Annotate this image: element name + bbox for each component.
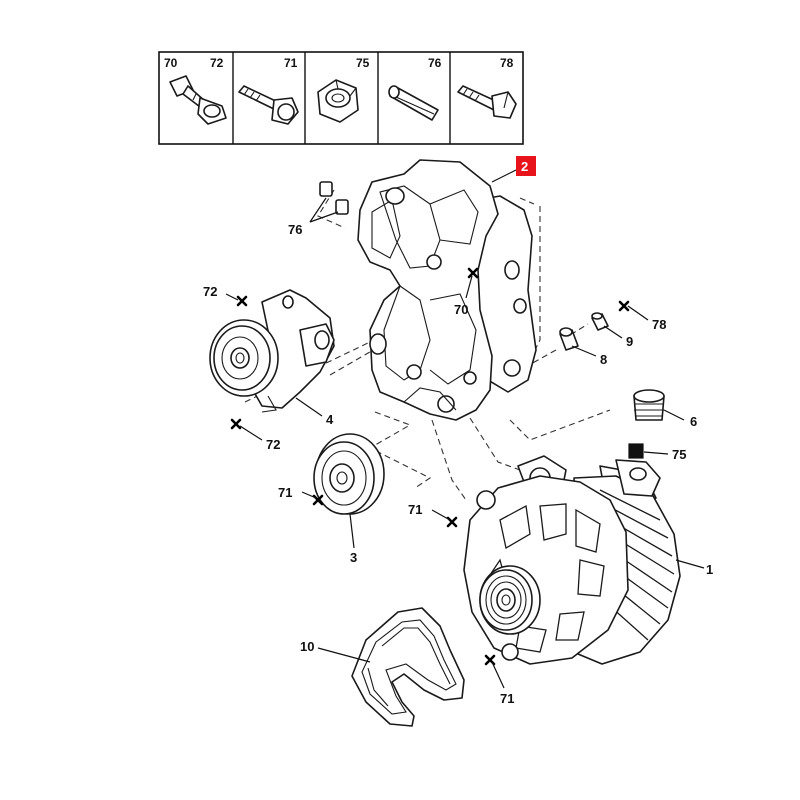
callout-72-lower: 72 bbox=[266, 437, 280, 452]
callout-3: 3 bbox=[350, 550, 357, 565]
dowel-pin-icon bbox=[388, 85, 439, 121]
callout-70: 70 bbox=[454, 302, 468, 317]
nut-part-75 bbox=[628, 443, 644, 459]
callout-71-upper: 71 bbox=[408, 502, 422, 517]
callout-6: 6 bbox=[690, 414, 697, 429]
callout-75: 75 bbox=[672, 447, 686, 462]
callout-71-idler: 71 bbox=[278, 485, 292, 500]
fastener-cell-78: 78 bbox=[457, 56, 517, 119]
bracket-part-2 bbox=[357, 159, 537, 421]
callout-76: 76 bbox=[288, 222, 302, 237]
fastener-cell-70-72: 70 72 bbox=[164, 56, 227, 125]
callout-72-upper: 72 bbox=[203, 284, 217, 299]
dowel-pins-part-76 bbox=[319, 181, 349, 215]
callout-2-badge bbox=[516, 156, 536, 176]
callout-labels: 2 76 72 70 78 9 8 4 6 72 75 71 71 3 1 10… bbox=[203, 156, 713, 706]
fastener-cell-75: 75 bbox=[317, 56, 370, 123]
idler-pulley-part-3 bbox=[313, 433, 385, 515]
callout-9: 9 bbox=[626, 334, 633, 349]
fastener-marker-72-upper bbox=[236, 295, 248, 307]
ribbed-belt-part-10 bbox=[351, 607, 465, 727]
cap-part-6 bbox=[633, 389, 665, 421]
fastener-marker-72-lower bbox=[230, 418, 242, 430]
callout-1: 1 bbox=[706, 562, 713, 577]
fastener-marker-70 bbox=[467, 267, 479, 279]
hex-bolt-icon bbox=[457, 85, 517, 119]
fastener-marker-78 bbox=[618, 300, 630, 312]
fastener-table: 70 72 71 bbox=[158, 51, 524, 145]
flanged-bolt-icon bbox=[169, 75, 227, 125]
cell-label-72: 72 bbox=[210, 56, 224, 70]
bolt-icon bbox=[238, 85, 299, 125]
cell-label-70: 70 bbox=[164, 56, 178, 70]
cell-label-76: 76 bbox=[428, 56, 442, 70]
callout-2: 2 bbox=[521, 159, 528, 174]
cell-label-78: 78 bbox=[500, 56, 514, 70]
fastener-cell-71: 71 bbox=[238, 56, 299, 125]
callout-8: 8 bbox=[600, 352, 607, 367]
alternator-part-1 bbox=[463, 455, 681, 665]
callout-71-lower: 71 bbox=[500, 691, 514, 706]
nut-icon bbox=[317, 79, 359, 123]
callout-10: 10 bbox=[300, 639, 314, 654]
bushing-part-8 bbox=[559, 327, 579, 351]
tensioner-part-4 bbox=[209, 289, 335, 413]
cell-label-71: 71 bbox=[284, 56, 298, 70]
leader-lines bbox=[225, 169, 705, 689]
cell-label-75: 75 bbox=[356, 56, 370, 70]
fastener-cell-76: 76 bbox=[388, 56, 442, 121]
callout-4: 4 bbox=[326, 412, 334, 427]
callout-78: 78 bbox=[652, 317, 666, 332]
